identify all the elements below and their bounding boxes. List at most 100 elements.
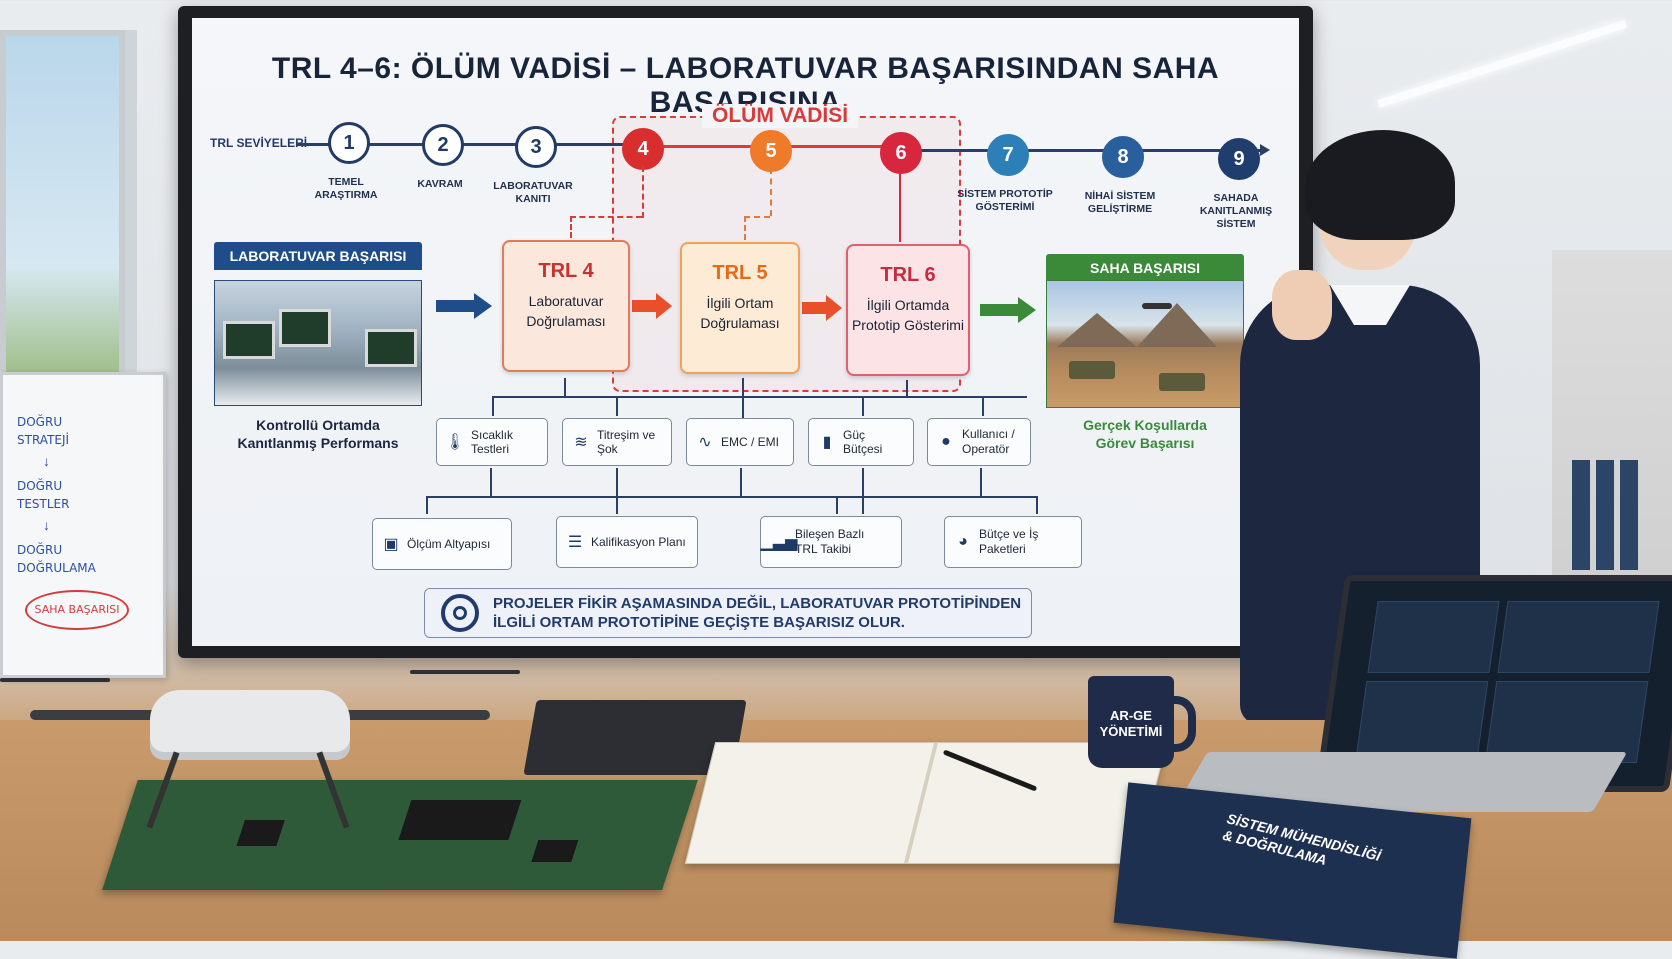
key-message-line: İLGİLİ ORTAM PROTOTİPİNE GEÇİŞTE BAŞARIS…	[493, 614, 905, 631]
key-message-box: PROJELER FİKİR AŞAMASINDA DEĞİL, LABORAT…	[424, 588, 1032, 638]
binder	[1572, 460, 1590, 570]
trl6-box: TRL 6 İlgili Ortamda Prototip Gösterimi	[846, 244, 970, 376]
link-dashed	[770, 168, 772, 216]
whiteboard-line: DOĞRU	[17, 543, 63, 557]
connector-line	[980, 468, 982, 496]
person-hand	[1272, 270, 1332, 340]
tool-trl-tracking: ▁▃▅ Bileşen Bazlı TRL Takibi	[760, 516, 902, 568]
field-caption: Gerçek Koşullarda Görev Başarısı	[1046, 416, 1244, 452]
oscilloscope	[365, 329, 417, 367]
field-success-header: SAHA BAŞARISI	[1046, 254, 1244, 282]
tool-label: Bütçe ve İş Paketleri	[979, 527, 1038, 557]
whiteboard-line: TESTLER	[17, 497, 70, 511]
trl-caption: SİSTEM PROTOTİP GÖSTERİMİ	[957, 188, 1053, 213]
arrow-shaft	[980, 304, 1020, 316]
propeller	[0, 678, 110, 682]
test-label: EMC / EMI	[721, 435, 780, 449]
dashboard-tile	[1354, 681, 1489, 763]
key-message-line: PROJELER FİKİR AŞAMASINDA DEĞİL, LABORAT…	[493, 595, 1022, 612]
tool-label: Ölçüm Altyapısı	[407, 537, 491, 551]
pie-chart-icon: ◕	[958, 533, 968, 550]
whiteboard-line: DOĞRU	[17, 479, 63, 493]
trl-level-6: 6	[880, 132, 922, 174]
trl5-box: TRL 5 İlgili Ortam Doğrulaması	[680, 242, 800, 374]
drone-icon	[1142, 303, 1172, 309]
connector-line	[862, 396, 864, 416]
trl-level-2: 2	[422, 124, 464, 166]
whiteboard-line: STRATEJİ	[17, 433, 70, 447]
connector-line	[1036, 496, 1038, 514]
test-label: Kullanıcı / Operatör	[962, 427, 1015, 457]
target-icon	[441, 594, 479, 632]
tool-label-line: TRL Takibi	[795, 542, 852, 556]
connector-line	[564, 378, 566, 398]
trl6-title: TRL 6	[880, 264, 936, 286]
trl5-desc-line: Doğrulaması	[700, 315, 780, 331]
user-icon: ●	[941, 433, 951, 450]
death-valley-label: ÖLÜM VADİSİ	[702, 104, 859, 128]
whiteboard-line: DOĞRULAMA	[17, 561, 96, 575]
trl-caption: LABORATUVAR KANITI	[493, 180, 573, 205]
test-label: Sıcaklık Testleri	[471, 428, 514, 456]
timeline-line	[906, 149, 1262, 152]
test-label: Güç Bütçesi	[843, 428, 883, 456]
propeller	[410, 670, 520, 674]
link-dashed	[570, 216, 572, 238]
connector-line	[492, 396, 1027, 398]
tool-budget: ◕ Bütçe ve İş Paketleri	[944, 516, 1082, 568]
lab-success-header: LABORATUVAR BAŞARISI	[214, 242, 422, 270]
mug: AR-GE YÖNETİMİ	[1088, 676, 1196, 768]
field-caption-line: Görev Başarısı	[1095, 435, 1195, 451]
arrow-head	[1018, 297, 1036, 323]
tool-label-line: Paketleri	[979, 542, 1026, 556]
drone-leg	[316, 751, 350, 829]
key-message: PROJELER FİKİR AŞAMASINDA DEĞİL, LABORAT…	[493, 594, 1021, 632]
waveform-icon: ∿	[698, 434, 712, 451]
test-label-line: Operatör	[962, 442, 1010, 456]
test-label: Titreşim ve Şok	[597, 428, 656, 456]
mug-handle	[1162, 696, 1196, 752]
connector-line	[426, 496, 1038, 498]
trl-levels-label: TRL SEVİYELERİ	[210, 136, 308, 150]
trl-caption: KAVRAM	[417, 178, 463, 190]
test-label-line: Kullanıcı /	[962, 427, 1015, 441]
trl-level-4: 4	[622, 128, 664, 170]
binder	[1620, 460, 1638, 570]
dashboard-tile	[1484, 681, 1649, 763]
link-dashed	[744, 216, 770, 218]
field-photo	[1046, 280, 1244, 408]
arrow-head	[826, 295, 842, 321]
tool-qualification: ☰ Kalifikasyon Planı	[556, 516, 698, 568]
timeline-arrow-icon	[1260, 144, 1270, 156]
chip	[531, 840, 579, 862]
trl6-desc-line: Prototip Gösterimi	[851, 317, 965, 333]
slide: TRL 4–6: ÖLÜM VADİSİ – LABORATUVAR BAŞAR…	[192, 18, 1299, 646]
lab-caption-line: Kontrollü Ortamda	[256, 417, 380, 433]
test-emc: ∿ EMC / EMI	[686, 418, 794, 466]
test-power: ▮ Güç Bütçesi	[808, 418, 914, 466]
mug-label-line: YÖNETİMİ	[1099, 724, 1163, 739]
mountain	[1137, 303, 1217, 347]
trl-level-7: 7	[987, 134, 1029, 176]
trl5-desc-line: İlgili Ortam	[706, 295, 774, 311]
trl-caption: NİHAİ SİSTEM GELİŞTİRME	[1084, 190, 1156, 215]
trl-level-1: 1	[328, 122, 370, 164]
arrow-shaft	[632, 300, 658, 312]
trl-level-3: 3	[515, 126, 557, 168]
whiteboard: DOĞRU STRATEJİ ↓ DOĞRU TESTLER ↓ DOĞRU D…	[0, 372, 166, 678]
whiteboard-line: DOĞRU	[17, 415, 63, 429]
connector-line	[740, 468, 742, 496]
dashboard-tile	[1367, 601, 1500, 673]
arrow-shaft	[802, 302, 828, 314]
down-arrow-icon: ↓	[43, 453, 50, 469]
timeline-line	[296, 143, 641, 146]
vehicle	[1069, 361, 1115, 379]
connector-line	[616, 468, 618, 514]
trl4-desc-line: Laboratuvar	[528, 293, 604, 309]
arrow-shaft	[436, 300, 476, 312]
binder	[1596, 460, 1614, 570]
tool-label-line: Bütçe ve İş	[979, 527, 1039, 541]
measurement-icon: ▣	[383, 536, 399, 553]
mug-label: AR-GE YÖNETİMİ	[1088, 708, 1174, 740]
lab-photo	[214, 280, 422, 406]
